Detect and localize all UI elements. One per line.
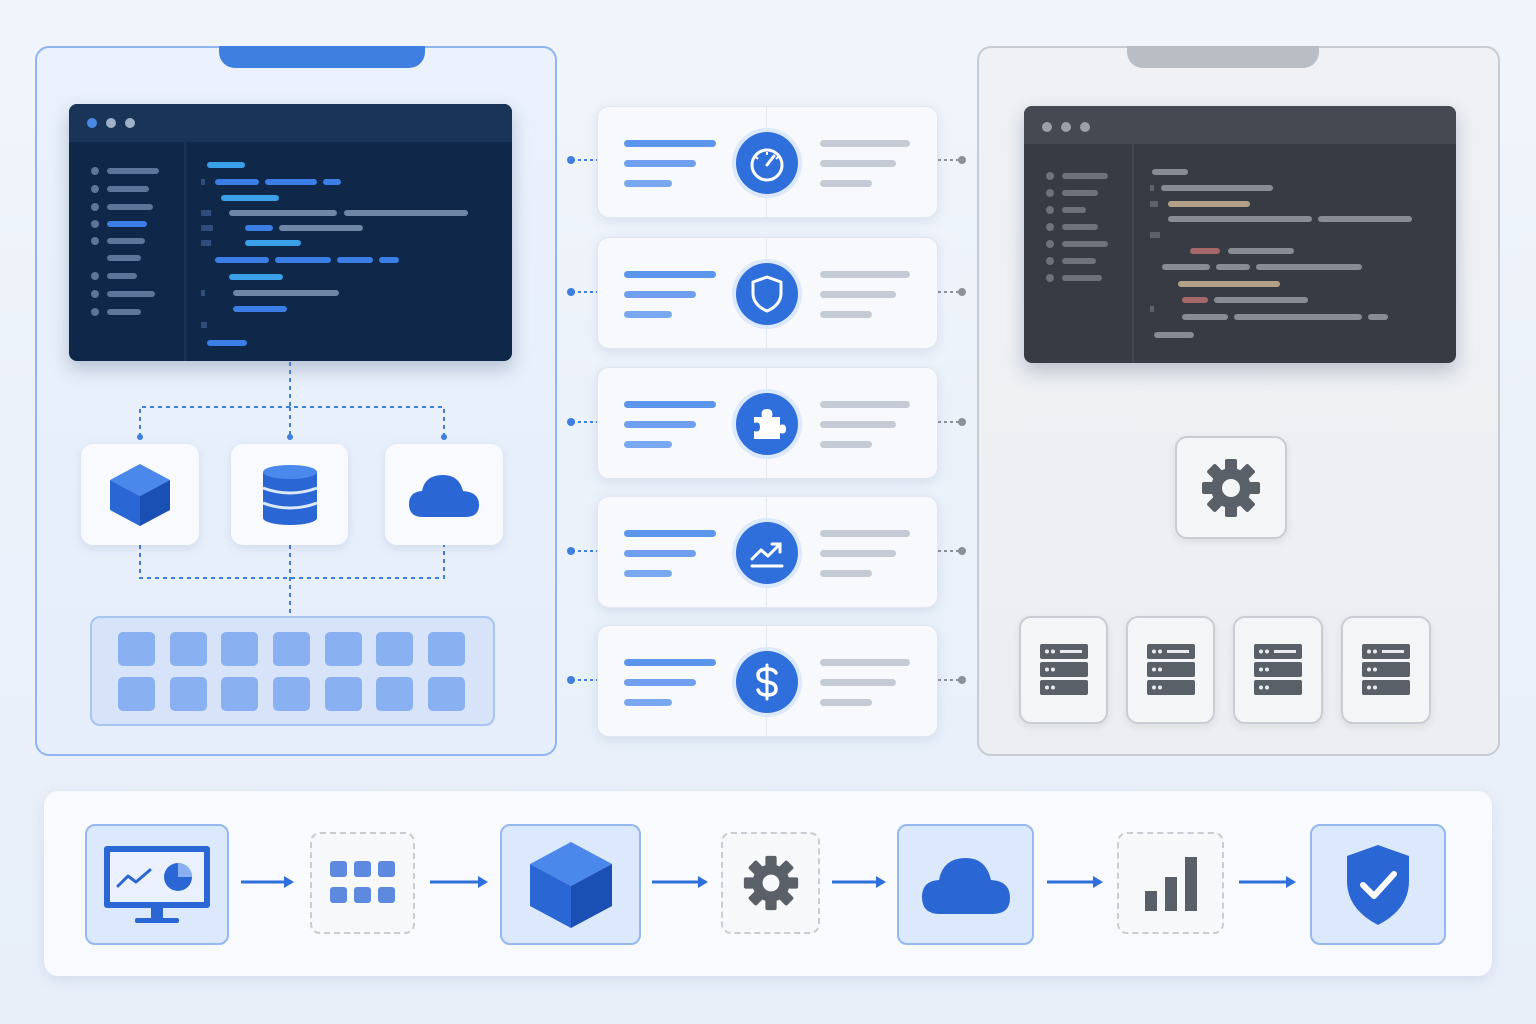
pipeline-stage-configure[interactable] [721,832,820,934]
text-line [624,530,716,537]
feature-badge [736,651,798,713]
modern-code-editor-graphic [69,104,512,361]
legacy-code-editor [1024,106,1456,363]
text-line [820,401,910,408]
dollar-icon [756,663,778,701]
feature-badge [736,393,798,455]
legacy-panel-tab [1127,46,1319,68]
text-line [624,180,672,187]
cube-service-card[interactable] [81,444,199,545]
bar-chart-icon [1144,857,1197,911]
window-dot-icon [1042,122,1052,132]
cloud-icon [921,857,1010,914]
cube-icon [110,463,170,526]
text-line [624,441,672,448]
legacy-hub-card[interactable] [1175,436,1287,539]
cube-icon [529,841,612,928]
module-grid-cells [118,632,465,711]
pipeline-stage-monitor[interactable] [85,824,229,945]
text-line [624,311,672,318]
text-line [820,180,872,187]
window-dot-icon [1061,122,1071,132]
text-line [624,421,696,428]
grid-icon [329,861,395,903]
database-service-card[interactable] [231,444,348,545]
legacy-server-card[interactable] [1126,616,1215,724]
text-line [624,699,672,706]
window-dot-icon [106,118,116,128]
window-dot-icon [125,118,135,128]
text-line [820,271,910,278]
trending-up-icon [750,542,784,568]
feature-row-modularity[interactable] [597,367,938,479]
text-line [624,271,716,278]
legacy-code-editor-graphic [1024,106,1456,363]
speedometer-icon [750,148,784,182]
text-line [820,441,872,448]
pipeline-stage-package[interactable] [500,824,641,945]
text-line [820,530,910,537]
puzzle-icon [754,409,786,439]
text-line [624,291,696,298]
text-line [820,140,910,147]
text-line [820,160,896,167]
modern-code-editor [69,104,512,361]
pipeline-stage-modules[interactable] [310,832,415,934]
server-icon [1146,644,1195,695]
text-line [820,550,896,557]
shield-check-icon [1347,844,1409,925]
gear-icon [1202,458,1260,517]
pipeline-stage-secure[interactable] [1310,824,1446,945]
cloud-service-card[interactable] [385,444,503,545]
feature-badge [736,522,798,584]
pipeline-arrows [241,876,1296,888]
modern-panel-tab [219,46,425,68]
window-dot-icon [87,118,97,128]
text-line [820,291,896,298]
text-line [624,160,696,167]
feature-row-security[interactable] [597,237,938,349]
text-line [624,570,672,577]
server-icon [1362,644,1410,695]
feature-badge [736,263,798,325]
pipeline-stage-cloud[interactable] [897,824,1034,945]
cloud-icon [409,474,479,517]
migration-pipeline [44,791,1492,976]
text-line [624,659,716,666]
shield-icon [751,275,783,313]
text-line [820,421,896,428]
text-line [820,679,896,686]
module-grid [90,616,495,726]
server-icon [1254,644,1302,695]
feature-row-performance[interactable] [597,106,938,218]
text-line [820,570,872,577]
text-line [820,699,872,706]
legacy-server-card[interactable] [1341,616,1431,724]
monitor-analytics-icon [104,845,210,923]
feature-row-growth[interactable] [597,496,938,608]
text-line [624,550,696,557]
feature-badge [736,132,798,194]
pipeline-stage-monitoring[interactable] [1117,832,1224,934]
text-line [624,679,696,686]
window-dot-icon [1080,122,1090,132]
text-line [624,140,716,147]
text-line [624,401,716,408]
gear-icon [743,855,798,911]
legacy-server-card[interactable] [1233,616,1323,724]
feature-row-cost[interactable] [597,625,938,737]
server-icon [1039,644,1088,695]
text-line [820,311,872,318]
legacy-server-card[interactable] [1019,616,1108,724]
database-icon [261,464,318,525]
text-line [820,659,910,666]
